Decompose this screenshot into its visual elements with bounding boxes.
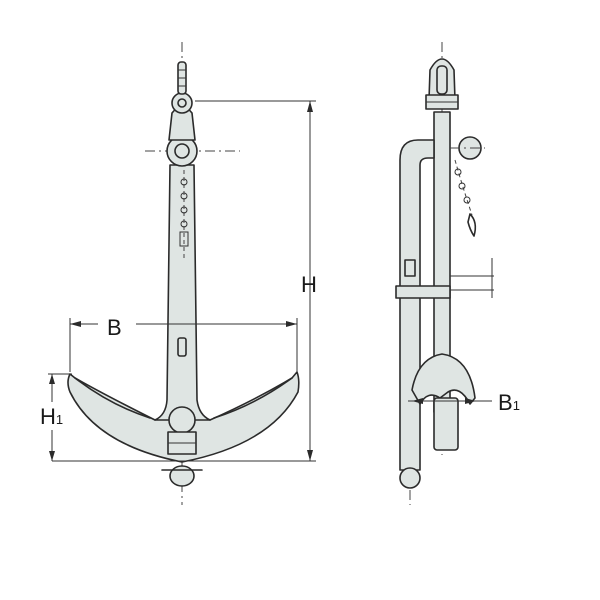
h1-label-mask — [38, 402, 68, 430]
anchor-side-view — [395, 42, 494, 505]
side-dimensions: B1 — [408, 390, 520, 415]
side-chain-hook — [467, 213, 477, 237]
side-chain-link-1 — [454, 168, 462, 176]
width-label: B — [107, 315, 122, 340]
side-shackle-inner — [436, 65, 448, 95]
fluke-width-main: B — [498, 390, 513, 415]
fluke-height-label: H1 — [40, 404, 63, 429]
b-arrow-left — [70, 321, 81, 327]
shackle-eye — [171, 92, 193, 114]
chain-link-4 — [180, 220, 188, 228]
b-arrow-right — [286, 321, 297, 327]
side-crossbar — [395, 285, 451, 299]
fluke-height-main: H — [40, 404, 56, 429]
chain-tag — [179, 231, 189, 247]
side-fluke-stem — [433, 397, 459, 451]
anchor-shank — [154, 164, 211, 421]
shackle-eye-inner — [177, 98, 187, 108]
shackle-ring-inner — [174, 143, 190, 159]
side-chain — [454, 159, 473, 216]
arm-inner-right — [213, 377, 293, 419]
fluke-width-label: B1 — [498, 390, 520, 415]
side-stock-slot — [404, 259, 416, 277]
side-stock — [399, 139, 435, 471]
chain-link-2 — [180, 192, 188, 200]
fluke-width-sub: 1 — [513, 398, 520, 413]
side-bottom-ball — [399, 467, 421, 489]
h-arrow-bottom — [307, 450, 313, 461]
fluke-height-sub: 1 — [56, 412, 63, 427]
bottom-ball — [169, 465, 195, 487]
h1-arrow-top — [49, 374, 55, 384]
chain-link-3 — [180, 206, 188, 214]
anchor-front-view — [67, 42, 300, 505]
shank-slot — [177, 337, 187, 357]
side-fluke — [411, 353, 476, 405]
b1-arrow-left — [412, 398, 423, 404]
side-chain-link-2 — [458, 182, 466, 190]
side-chain-link-3 — [463, 196, 471, 204]
chain-link-1 — [180, 178, 188, 186]
height-label: H — [301, 272, 317, 297]
h-arrow-top — [307, 101, 313, 112]
h1-arrow-bottom — [49, 451, 55, 461]
arm-inner-left — [74, 377, 151, 419]
b1-arrow-right — [465, 398, 476, 404]
crown-ball — [168, 406, 196, 434]
front-dimensions: H B H1 — [38, 100, 317, 462]
